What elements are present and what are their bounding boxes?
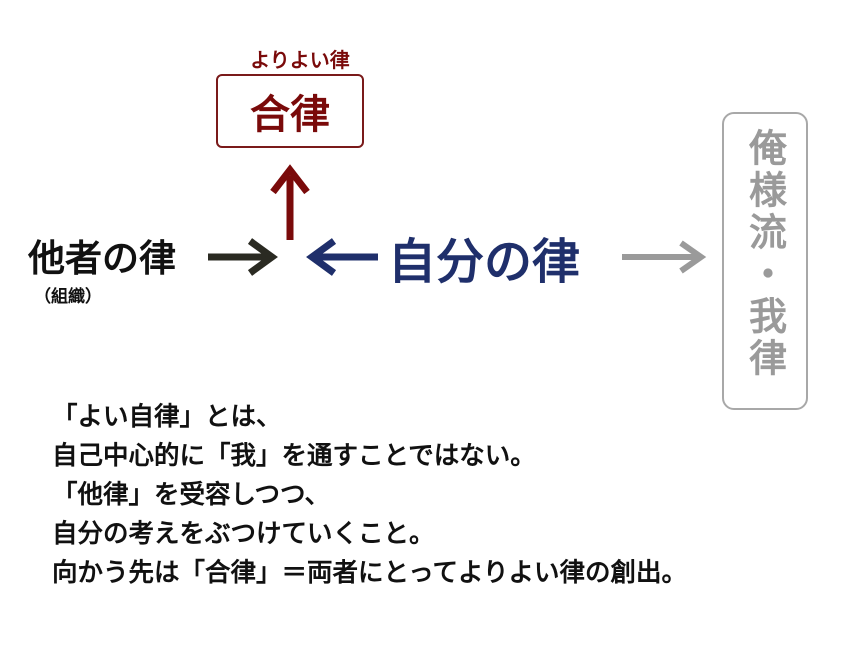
tarisu-label: 他者の律 [28, 237, 176, 280]
explanation-line: 自分の考えをぶつけていくこと。 [52, 519, 435, 549]
up-arrow [270, 164, 310, 240]
explanation-line: 「よい自律」とは、 [52, 402, 282, 432]
gouritsu-box: 合律 [216, 74, 364, 148]
tarisu-sublabel: （組織） [34, 287, 102, 307]
gouritsu-label: 合律 [250, 92, 330, 138]
jibun-arrow [306, 238, 378, 276]
explanation-line: 「他律」を受容しつつ、 [52, 480, 330, 510]
explanation-text: 「よい自律」とは、 自己中心的に「我」を通すことではない。 「他律」を受容しつつ… [52, 398, 687, 593]
oresama-arrow [622, 240, 707, 274]
tarisu-arrow [208, 238, 278, 276]
oresama-label: 俺様流・我律 [742, 128, 787, 380]
caption-better-rule: よりよい律 [250, 48, 350, 72]
explanation-line: 向かう先は「合律」＝両者にとってよりよい律の創出。 [52, 558, 687, 588]
jibun-label: 自分の律 [388, 234, 581, 290]
oresama-box: 俺様流・我律 [722, 112, 808, 410]
explanation-line: 自己中心的に「我」を通すことではない。 [52, 441, 536, 471]
